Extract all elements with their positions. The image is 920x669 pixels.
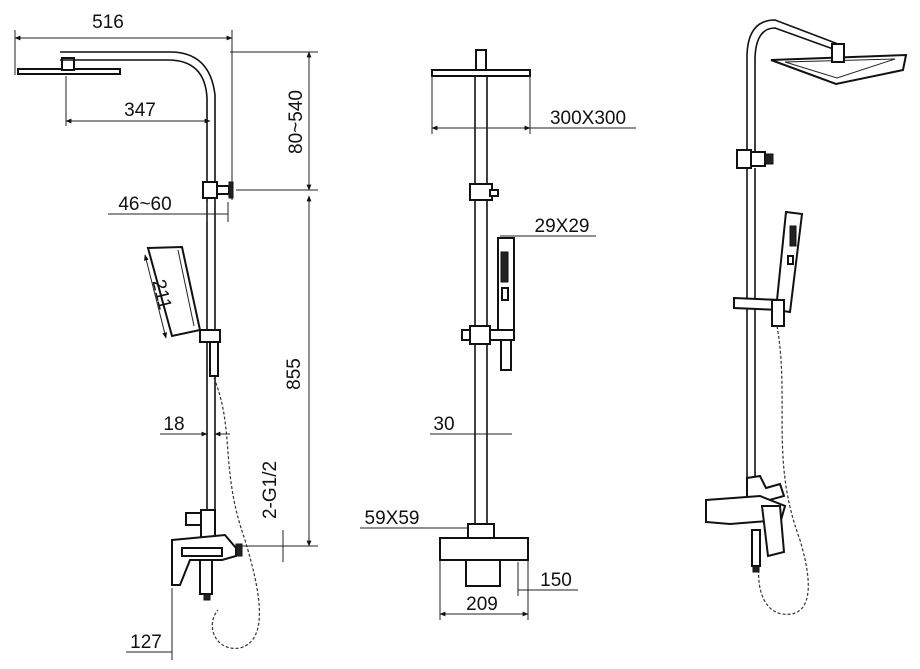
dim-pipe-size: 30 xyxy=(433,414,454,435)
front-view xyxy=(431,49,531,587)
dim-head-size: 300X300 xyxy=(550,108,626,129)
side-top-arm xyxy=(60,51,216,185)
dim-body-section: 59X59 xyxy=(365,508,420,529)
dim-width-total: 516 xyxy=(92,12,124,33)
dim-head-reach: 347 xyxy=(124,100,156,121)
perspective-top-arm xyxy=(746,19,839,160)
side-view xyxy=(17,51,260,649)
front-shower-head xyxy=(431,69,531,77)
dim-total-height: 855 xyxy=(284,358,305,390)
dim-inlet: 2-G1/2 xyxy=(260,461,281,519)
side-dimension-lines xyxy=(14,30,318,660)
perspective-shower-head xyxy=(770,53,908,86)
perspective-view xyxy=(705,19,908,615)
dim-bracket: 46~60 xyxy=(118,194,171,215)
dim-mixer-offset: 127 xyxy=(130,632,162,653)
front-dimension-lines xyxy=(360,125,636,620)
dim-pipe-offset: 18 xyxy=(163,414,184,435)
dim-mixer-depth: 150 xyxy=(540,570,572,591)
dim-mixer-width: 209 xyxy=(466,594,498,615)
front-mixer-body xyxy=(439,537,529,561)
dim-handset-section: 29X29 xyxy=(535,216,590,237)
dim-rail-height: 80~540 xyxy=(286,90,307,154)
